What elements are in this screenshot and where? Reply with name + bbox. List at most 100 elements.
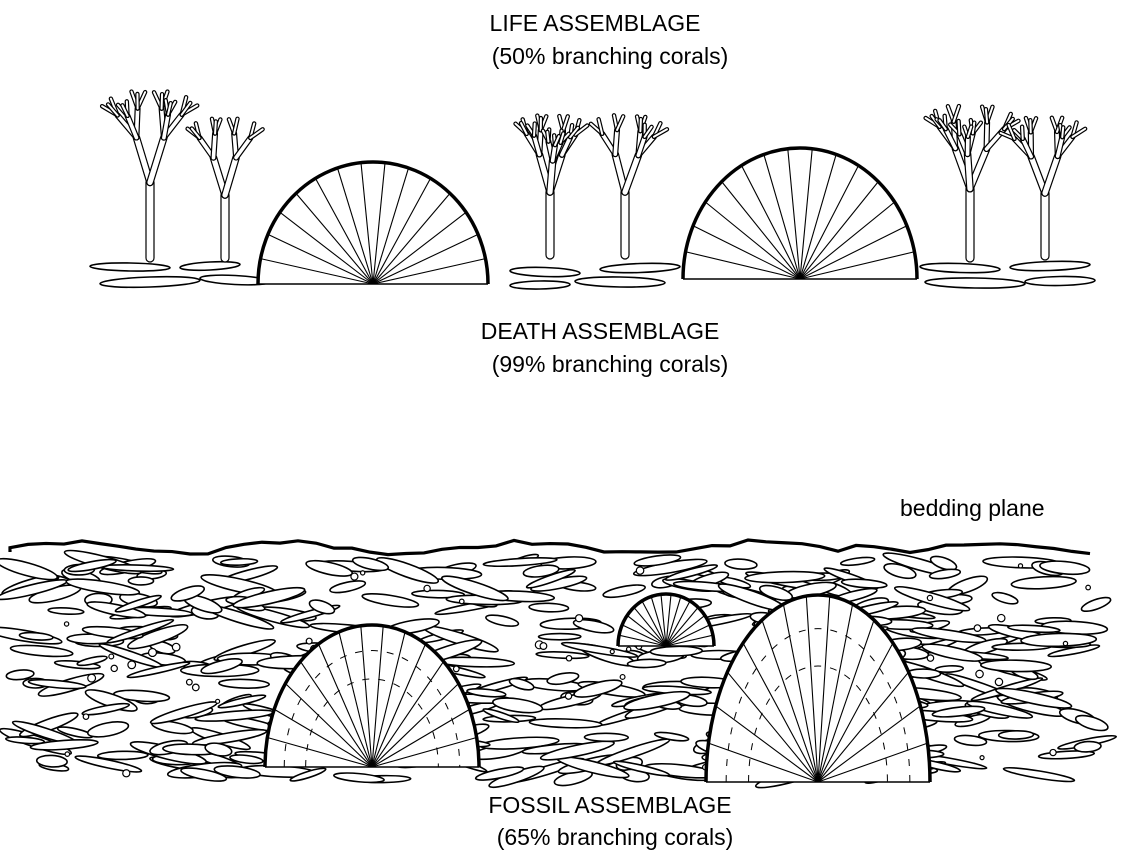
death-assemblage-title: DEATH ASSEMBLAGE <box>440 316 760 346</box>
life-assemblage-title: LIFE ASSEMBLAGE <box>430 8 760 38</box>
pore <box>627 647 631 651</box>
rubble-fragment <box>925 277 1025 289</box>
rubble-fragment <box>90 262 170 271</box>
coral-branch-fill <box>553 145 555 161</box>
coral-branch-fill <box>547 132 548 142</box>
pore <box>453 666 459 672</box>
coral-fragment <box>841 578 887 589</box>
pore <box>148 648 156 656</box>
branching-coral <box>926 106 1019 258</box>
pore <box>927 595 932 600</box>
branching-coral <box>516 116 588 255</box>
massive-coral-dome <box>258 162 488 284</box>
pore <box>424 585 430 591</box>
upper-reef-scene <box>90 92 1095 290</box>
coral-branch-fill <box>968 154 970 189</box>
rubble-fragment <box>510 280 570 289</box>
coral-fragment <box>584 733 628 741</box>
coral-branch-fill <box>534 124 535 136</box>
pore <box>88 674 96 682</box>
coral-fragment <box>361 591 419 610</box>
coral-fragment <box>219 679 269 689</box>
pore <box>172 643 180 651</box>
coral-branch-fill <box>550 161 553 192</box>
pore <box>980 756 984 760</box>
pore <box>566 656 571 661</box>
fossil-assemblage-subtitle: (65% branching corals) <box>440 822 790 852</box>
bedding-plane <box>10 540 1090 555</box>
branching-coral <box>1001 118 1085 256</box>
pore <box>636 567 643 574</box>
pore <box>1018 564 1022 568</box>
coral-fragment <box>1080 595 1112 614</box>
pore <box>192 684 199 691</box>
life-assemblage-subtitle: (50% branching corals) <box>430 41 790 71</box>
pore <box>620 675 625 680</box>
coral-fragment <box>627 659 666 668</box>
coral-fragment <box>529 718 602 729</box>
pore <box>565 693 571 699</box>
coral-fragment <box>333 771 384 784</box>
pore <box>1050 749 1056 755</box>
rubble-fragment <box>1010 260 1090 272</box>
pore <box>109 654 114 659</box>
coral-fragment <box>725 558 758 570</box>
pore <box>576 615 583 622</box>
coral-fragment <box>10 643 73 658</box>
coral-fragment <box>1003 765 1075 784</box>
coral-branch-fill <box>640 119 641 131</box>
death-assemblage-subtitle: (99% branching corals) <box>440 349 780 379</box>
pore <box>111 665 117 671</box>
coral-branch-fill <box>136 138 150 183</box>
coral-fragment <box>128 577 153 585</box>
pore <box>1063 641 1067 645</box>
rubble-fragment <box>920 262 1000 274</box>
rubble-fragment <box>100 275 200 288</box>
pore <box>187 679 193 685</box>
coral-branch-fill <box>615 130 617 154</box>
coral-branch-fill <box>986 109 987 122</box>
rubble-fragment <box>1025 276 1095 286</box>
pore <box>123 770 130 777</box>
coral-fragment <box>48 607 84 615</box>
bedding-plane-label: bedding plane <box>900 493 1120 523</box>
pore <box>610 650 614 654</box>
coral-fragment <box>1011 575 1076 590</box>
rubble-fragment <box>600 262 680 274</box>
coral-fragment <box>329 579 366 595</box>
pore <box>361 571 365 575</box>
pore <box>927 655 933 661</box>
coral-branch-fill <box>1045 156 1058 193</box>
pore <box>459 599 464 604</box>
coral-fragment <box>650 646 702 657</box>
coral-fragment <box>538 633 580 639</box>
branching-coral <box>188 119 263 258</box>
fossil-reef-layer <box>0 540 1117 792</box>
pore <box>998 614 1005 621</box>
pore <box>128 661 136 669</box>
pore <box>64 622 68 626</box>
coral-branch-fill <box>1062 127 1063 137</box>
coral-fragment <box>602 582 646 599</box>
pore <box>976 670 983 677</box>
pore <box>65 752 70 757</box>
coral-fragment <box>981 659 1052 672</box>
coral-branch-fill <box>150 138 164 183</box>
coral-branch-fill <box>1022 127 1023 139</box>
massive-coral-dome <box>683 148 917 279</box>
pore <box>974 625 981 632</box>
pore <box>306 638 312 644</box>
coral-branch-fill <box>213 134 215 158</box>
rubble-fragment <box>575 276 665 288</box>
pore <box>995 678 1002 685</box>
pore <box>83 714 89 720</box>
coral-fragment <box>999 730 1034 739</box>
rubble-fragment <box>510 266 580 277</box>
coral-branch-fill <box>215 121 216 133</box>
coral-branch-fill <box>959 121 960 134</box>
coral-fragment <box>221 558 258 566</box>
coral-fragment <box>840 556 875 567</box>
pore <box>1086 585 1091 590</box>
coral-fragment <box>485 613 519 628</box>
